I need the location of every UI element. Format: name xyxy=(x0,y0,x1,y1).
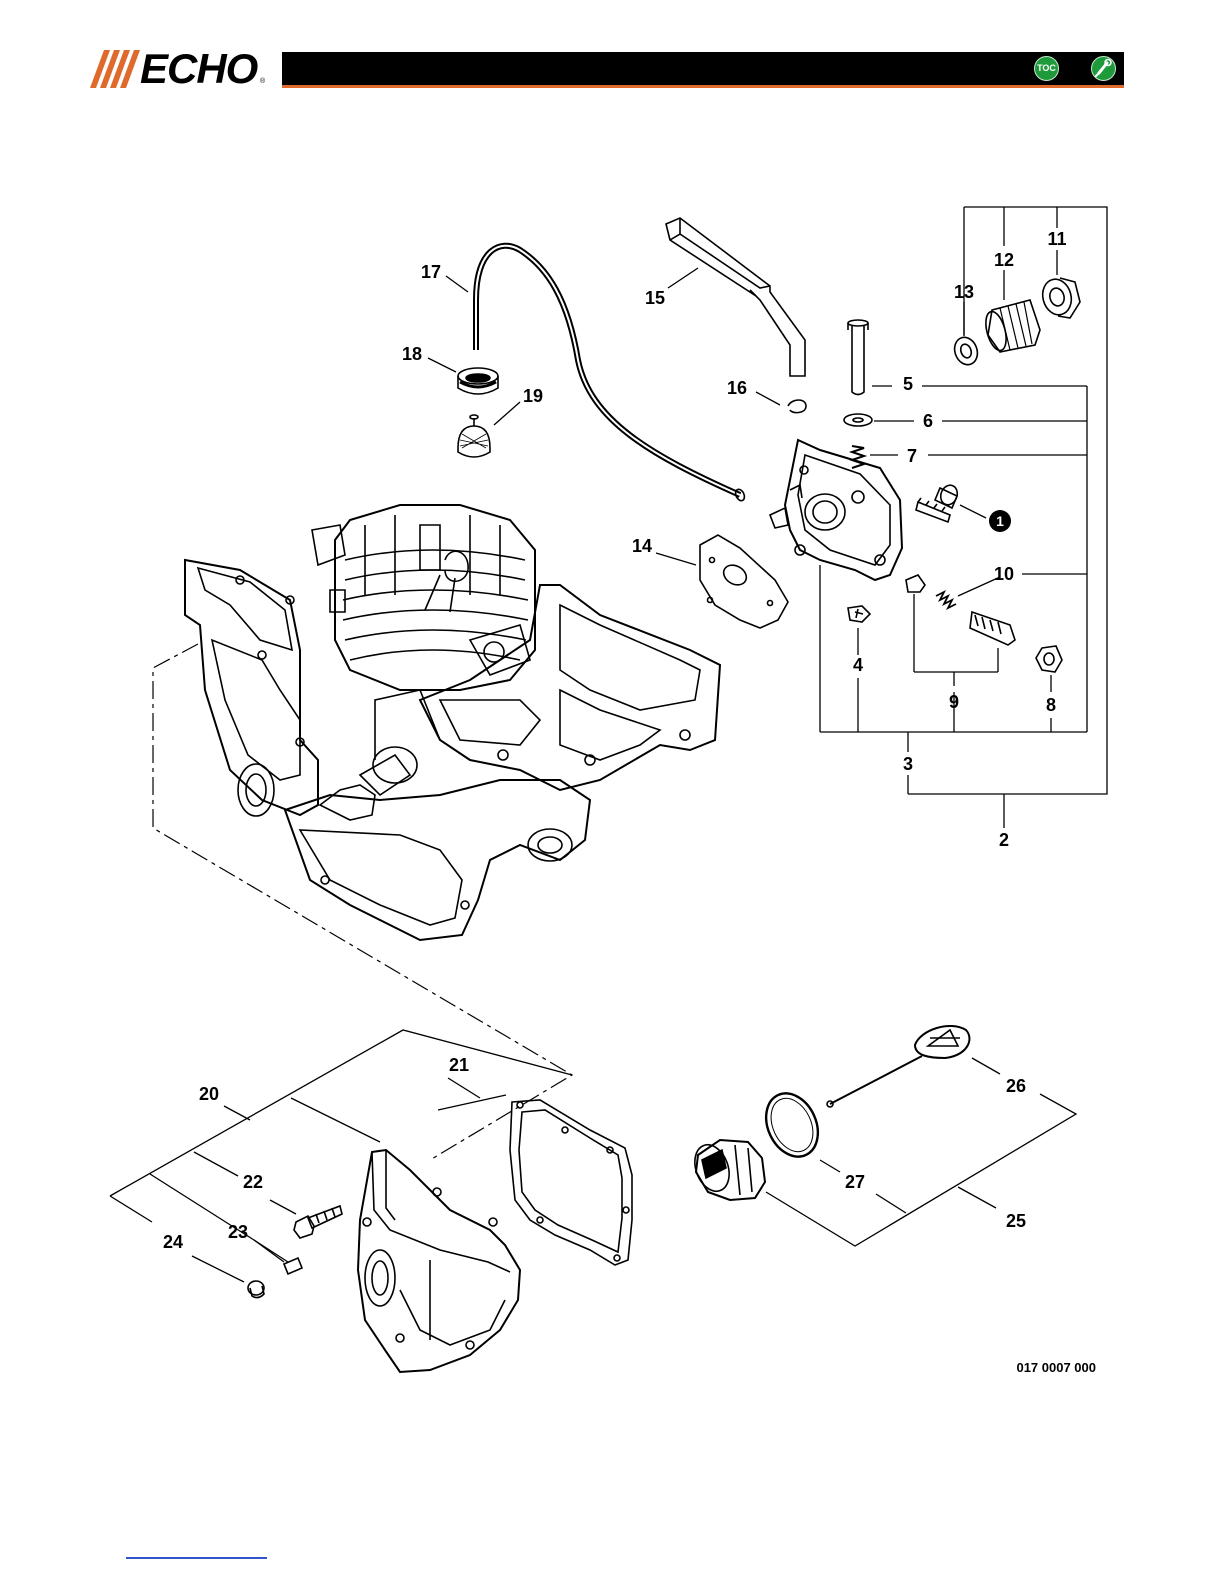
callout-11: 11 xyxy=(1047,229,1066,249)
callout-10: 10 xyxy=(994,564,1014,584)
callout-3: 3 xyxy=(903,754,913,774)
callout-labels: 2 3 4 5 6 7 8 9 10 11 12 13 14 15 16 17 … xyxy=(163,229,1096,1375)
bushing-11 xyxy=(1039,276,1080,318)
callout-14: 14 xyxy=(632,536,652,556)
crankcase-engine-drawing xyxy=(185,505,720,940)
dipstick-26 xyxy=(827,1026,969,1107)
callout-19: 19 xyxy=(523,386,543,406)
callout-12: 12 xyxy=(994,250,1014,270)
oil-cap-25 xyxy=(689,1140,765,1200)
bolt-22 xyxy=(294,1206,342,1238)
crankcase-cover-20 xyxy=(358,1150,520,1372)
cap-brackets xyxy=(766,1058,1076,1246)
callout-8: 8 xyxy=(1046,695,1056,715)
washer-13 xyxy=(951,334,981,368)
clip-16 xyxy=(788,400,806,413)
callout-17: 17 xyxy=(421,262,441,282)
callout-15: 15 xyxy=(645,288,665,308)
gasket-14 xyxy=(700,535,788,628)
oil-filter-19 xyxy=(458,415,490,457)
reference-code: 017 0007 000 xyxy=(1016,1360,1096,1375)
plug-24 xyxy=(248,1281,264,1298)
adjust-screw xyxy=(970,612,1015,645)
footer-link-underline[interactable] xyxy=(126,1557,267,1559)
callout-21: 21 xyxy=(449,1055,469,1075)
callout-2: 2 xyxy=(999,830,1009,850)
note-marker-label: 1 xyxy=(996,513,1004,529)
callout-5: 5 xyxy=(903,374,913,394)
pin-5 xyxy=(848,320,868,395)
callout-4: 4 xyxy=(853,655,863,675)
bolt-note-1 xyxy=(916,483,960,522)
callout-22: 22 xyxy=(243,1172,263,1192)
callout-26: 26 xyxy=(1006,1076,1026,1096)
spring-10 xyxy=(936,592,956,608)
callout-20: 20 xyxy=(199,1084,219,1104)
callout-24: 24 xyxy=(163,1232,183,1252)
grommet-18 xyxy=(458,368,498,394)
oil-hose-17 xyxy=(476,246,740,495)
worm-gear-12 xyxy=(982,300,1040,353)
plunger-tip-9 xyxy=(906,575,925,592)
callout-23: 23 xyxy=(228,1222,248,1242)
callout-25: 25 xyxy=(1006,1211,1026,1231)
spring-7 xyxy=(852,446,864,468)
nut-8 xyxy=(1036,646,1062,672)
circlip-4 xyxy=(848,606,870,622)
callout-9: 9 xyxy=(949,692,959,712)
callout-6: 6 xyxy=(923,411,933,431)
callout-18: 18 xyxy=(402,344,422,364)
cover-gasket-21 xyxy=(510,1100,632,1265)
o-ring-27 xyxy=(756,1085,827,1165)
callout-16: 16 xyxy=(727,378,747,398)
callout-13: 13 xyxy=(954,282,974,302)
washer-6 xyxy=(844,414,872,426)
callout-7: 7 xyxy=(907,446,917,466)
oil-pump-body xyxy=(770,440,902,580)
oil-plate-15 xyxy=(666,218,805,376)
callout-27: 27 xyxy=(845,1172,865,1192)
